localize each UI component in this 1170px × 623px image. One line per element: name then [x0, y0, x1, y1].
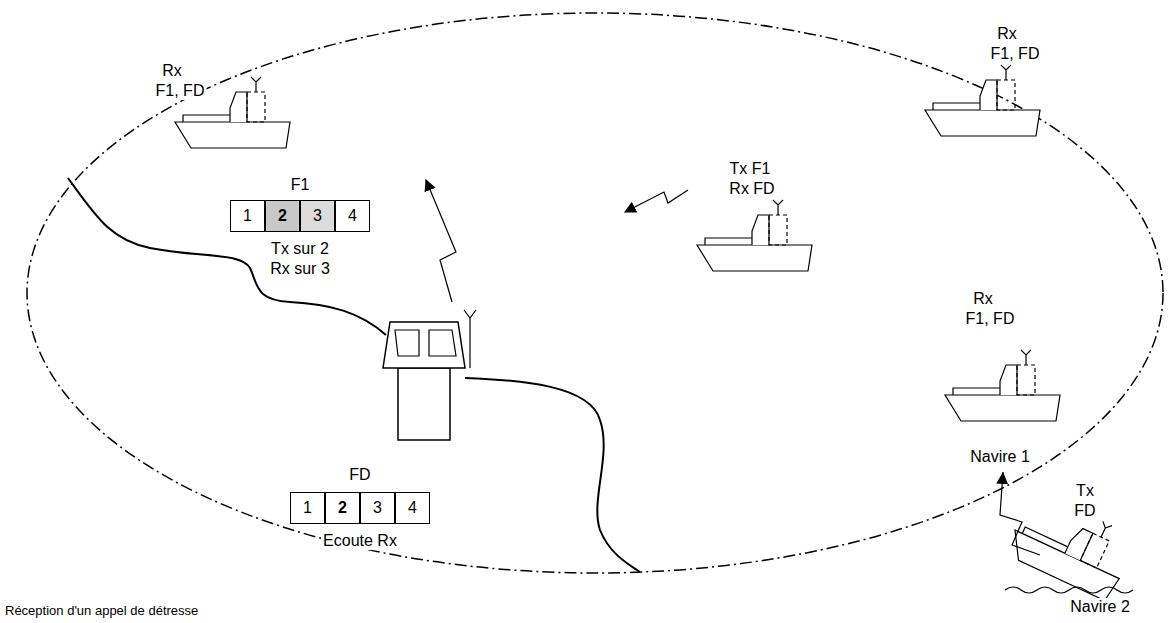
channel-cell: 1: [230, 200, 265, 232]
station-label: Rx FD: [727, 180, 776, 198]
coverage-zone: [27, 13, 1163, 573]
coastline: [465, 378, 640, 572]
channel-number: 1: [303, 499, 312, 517]
ship-station: RxF1, FD: [915, 25, 1045, 140]
ship-station: TxFD Navire 2: [1040, 482, 1140, 616]
channel-number: 4: [348, 207, 357, 225]
channel-strip: 1234F1Tx sur 2Rx sur 3: [230, 200, 370, 232]
channel-number: 2: [338, 499, 347, 517]
station-label: Rx: [160, 62, 184, 80]
water-wave: [1005, 587, 1133, 593]
channel-cell: 4: [395, 492, 430, 524]
channel-number: 1: [243, 207, 252, 225]
channel-cell: 1: [290, 492, 325, 524]
station-label: Tx sur 2: [269, 240, 331, 258]
station-label: Rx: [971, 290, 995, 308]
station-label: Tx: [1074, 482, 1096, 500]
station-label: Tx F1: [728, 160, 773, 178]
channel-number: 3: [373, 499, 382, 517]
figure-caption-note: Réception d'un appel de détresse: [5, 603, 198, 619]
control-tower: [383, 310, 476, 440]
ship: [697, 200, 812, 271]
station-label: F1, FD: [154, 82, 207, 100]
radio-signal: [426, 180, 456, 302]
channel-cell: 2: [325, 492, 360, 524]
ship: [945, 350, 1060, 421]
channel-strip: 1234FDEcoute Rx: [290, 492, 430, 524]
station-label: Rx sur 3: [268, 260, 332, 278]
channel-cell: 3: [300, 200, 335, 232]
ship: [925, 65, 1040, 136]
channel-cell: 2: [265, 200, 300, 232]
coastline: [68, 178, 386, 335]
sinking-ship: [1004, 489, 1138, 602]
radio-link: [1000, 472, 1040, 555]
channel-cell: 4: [335, 200, 370, 232]
station-label: Ecoute Rx: [321, 532, 399, 550]
station-label: Navire 2: [1068, 598, 1132, 616]
ship-station: RxF1, FD: [150, 62, 300, 152]
station-label: F1, FD: [964, 310, 1017, 328]
channel-number: 3: [313, 207, 322, 225]
channel-number: 2: [278, 207, 287, 225]
station-label: Rx: [995, 25, 1019, 43]
station-label: Navire 1: [968, 448, 1032, 466]
station-label: F1: [289, 176, 312, 194]
channel-cell: 3: [360, 492, 395, 524]
channel-number: 4: [408, 499, 417, 517]
station-label: F1, FD: [989, 45, 1042, 63]
radio-signal: [625, 190, 688, 212]
station-label: FD: [347, 466, 372, 484]
station-label: FD: [1072, 502, 1097, 520]
ship-station: Tx F1 Rx FD: [690, 160, 830, 275]
ship-station: RxF1, FD Navire 1: [935, 290, 1065, 472]
